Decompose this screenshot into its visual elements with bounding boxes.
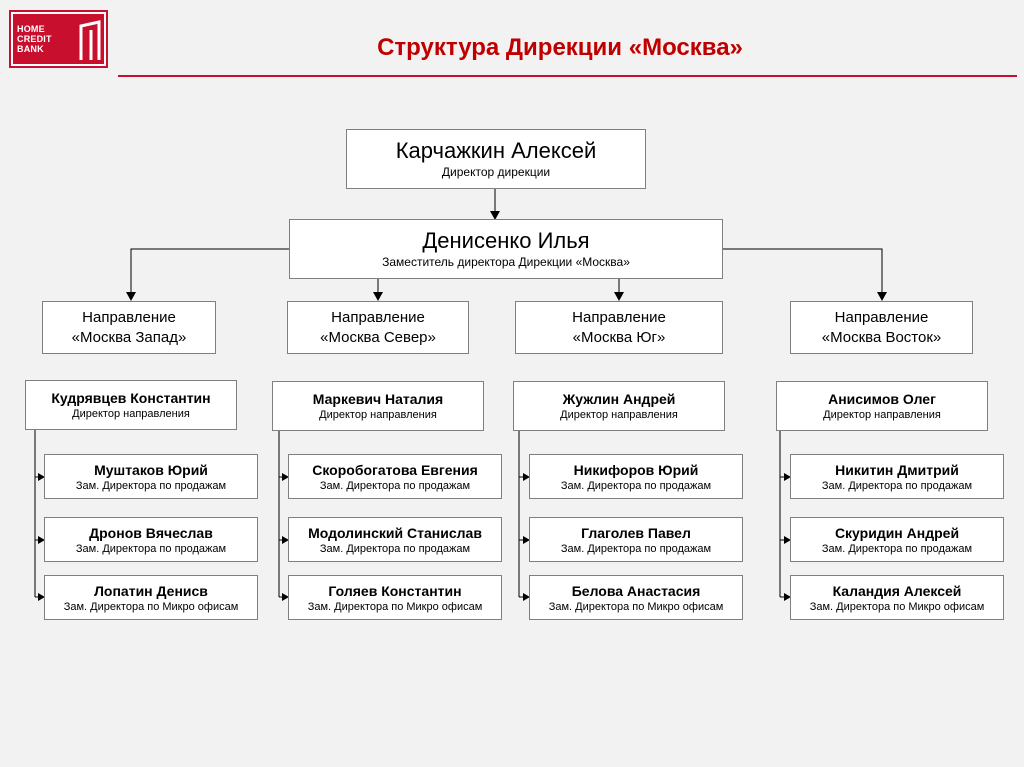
home-credit-logo: HOME CREDIT BANK [9, 10, 108, 68]
direction-north-box: Направление «Москва Север» [287, 301, 469, 354]
direction-label: Направление [834, 308, 929, 326]
connector-deputy-east [722, 248, 887, 301]
staff-role: Зам. Директора по продажам [821, 479, 973, 492]
staff-south-2: Глаголев Павел Зам. Директора по продажа… [529, 517, 743, 562]
head-role: Директор направления [560, 409, 678, 421]
direction-name: «Москва Запад» [71, 328, 187, 346]
staff-name: Скоробогатова Евгения [312, 461, 478, 478]
head-name: Кудрявцев Константин [51, 390, 211, 406]
direction-head-west: Кудрявцев Константин Директор направлени… [25, 380, 237, 430]
staff-role: Зам. Директора по Микро офисам [548, 600, 724, 613]
direction-name: «Москва Восток» [821, 328, 942, 346]
deputy-director-box: Денисенко Илья Заместитель директора Дир… [289, 219, 723, 279]
staff-name: Голяев Константин [328, 582, 462, 599]
staff-west-2: Дронов Вячеслав Зам. Директора по продаж… [44, 517, 258, 562]
staff-name: Белова Анастасия [571, 582, 701, 599]
direction-head-north: Маркевич Наталия Директор направления [272, 381, 484, 431]
staff-role: Зам. Директора по продажам [75, 542, 227, 555]
staff-south-1: Никифоров Юрий Зам. Директора по продажа… [529, 454, 743, 499]
staff-name: Модолинский Станислав [308, 524, 482, 541]
staff-role: Зам. Директора по продажам [560, 479, 712, 492]
staff-east-2: Скуридин Андрей Зам. Директора по продаж… [790, 517, 1004, 562]
direction-label: Направление [331, 308, 425, 326]
direction-name: «Москва Север» [320, 328, 436, 346]
staff-role: Зам. Директора по продажам [821, 542, 973, 555]
staff-role: Зам. Директора по продажам [319, 479, 471, 492]
head-role: Директор направления [823, 409, 941, 421]
staff-role: Зам. Директора по продажам [75, 479, 227, 492]
deputy-director-name: Денисенко Илья [422, 228, 590, 253]
staff-east-1: Никитин Дмитрий Зам. Директора по продаж… [790, 454, 1004, 499]
staff-south-3: Белова Анастасия Зам. Директора по Микро… [529, 575, 743, 620]
title-underline [118, 75, 1017, 77]
direction-label: Направление [82, 308, 176, 326]
top-director-name: Карчажкин Алексей [395, 138, 597, 163]
connector-deputy-west [126, 248, 289, 301]
staff-role: Зам. Директора по Микро офисам [307, 600, 483, 613]
direction-head-south: Жужлин Андрей Директор направления [513, 381, 725, 431]
logo-text: HOME CREDIT BANK [17, 24, 52, 54]
direction-east-box: Направление «Москва Восток» [790, 301, 973, 354]
staff-name: Дронов Вячеслав [89, 524, 213, 541]
staff-role: Зам. Директора по продажам [319, 542, 471, 555]
logo-building-icon [79, 20, 101, 60]
staff-name: Никифоров Юрий [573, 461, 699, 478]
deputy-director-role: Заместитель директора Дирекции «Москва» [382, 255, 630, 269]
staff-name: Каландия Алексей [832, 582, 962, 599]
head-name: Маркевич Наталия [312, 391, 444, 407]
head-role: Директор направления [319, 409, 437, 421]
direction-head-east: Анисимов Олег Директор направления [776, 381, 988, 431]
staff-north-3: Голяев Константин Зам. Директора по Микр… [288, 575, 502, 620]
direction-south-box: Направление «Москва Юг» [515, 301, 723, 354]
staff-role: Зам. Директора по продажам [560, 542, 712, 555]
top-director-box: Карчажкин Алексей Директор дирекции [346, 129, 646, 189]
staff-west-3: Лопатин Денисв Зам. Директора по Микро о… [44, 575, 258, 620]
head-name: Жужлин Андрей [562, 391, 676, 407]
staff-north-1: Скоробогатова Евгения Зам. Директора по … [288, 454, 502, 499]
direction-west-box: Направление «Москва Запад» [42, 301, 216, 354]
staff-name: Лопатин Денисв [94, 582, 208, 599]
staff-role: Зам. Директора по Микро офисам [809, 600, 985, 613]
staff-north-2: Модолинский Станислав Зам. Директора по … [288, 517, 502, 562]
staff-name: Скуридин Андрей [834, 524, 960, 541]
top-director-role: Директор дирекции [441, 165, 551, 179]
page-title: Структура Дирекции «Москва» [377, 34, 743, 61]
head-role: Директор направления [72, 408, 190, 420]
staff-east-3: Каландия Алексей Зам. Директора по Микро… [790, 575, 1004, 620]
head-name: Анисимов Олег [828, 391, 936, 407]
staff-role: Зам. Директора по Микро офисам [63, 600, 239, 613]
staff-name: Никитин Дмитрий [835, 461, 959, 478]
staff-name: Муштаков Юрий [94, 461, 208, 478]
direction-label: Направление [572, 308, 666, 326]
direction-name: «Москва Юг» [572, 328, 666, 346]
staff-west-1: Муштаков Юрий Зам. Директора по продажам [44, 454, 258, 499]
staff-name: Глаголев Павел [581, 524, 691, 541]
